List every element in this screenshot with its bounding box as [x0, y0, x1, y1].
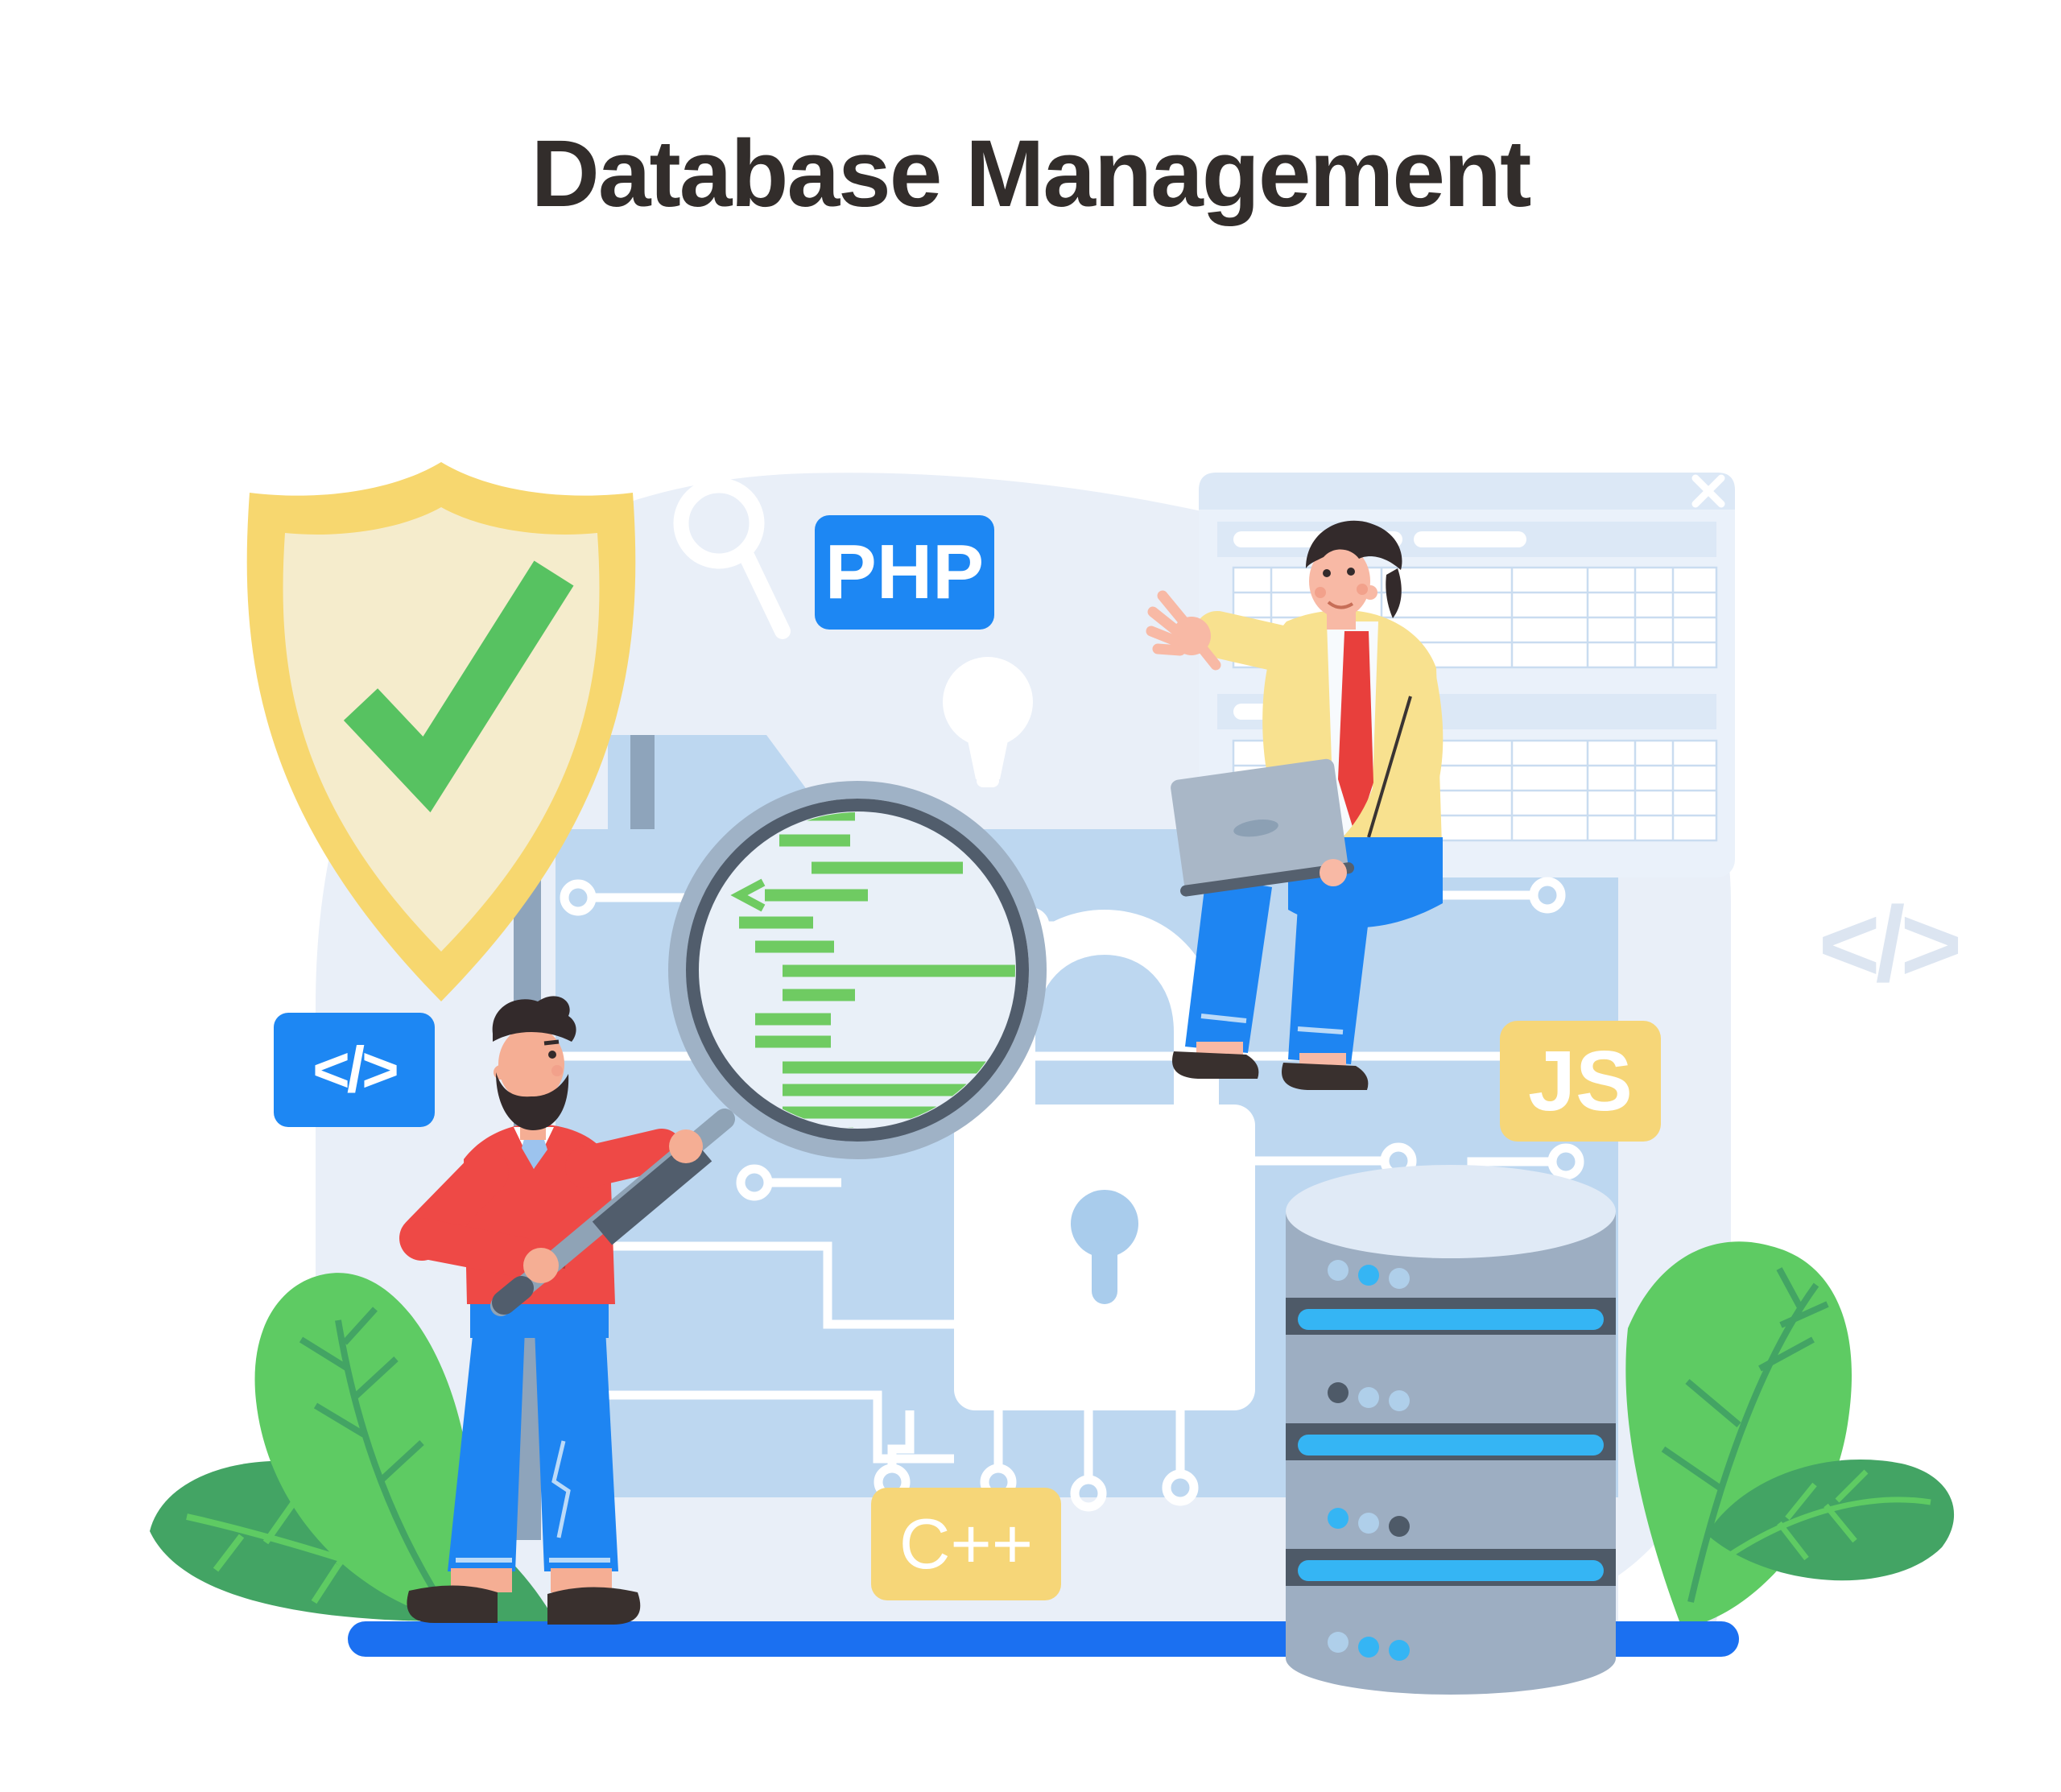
- leg: [535, 1328, 618, 1571]
- hand-raised: [1146, 590, 1221, 671]
- database-status-dots: [1328, 1260, 1410, 1661]
- shoe: [547, 1587, 641, 1625]
- badge-cpp-label: C++: [898, 1504, 1034, 1583]
- badge-js: JS: [1500, 1021, 1661, 1142]
- leg: [1185, 876, 1272, 1053]
- laptop-icon: [1171, 758, 1355, 897]
- page-title: Database Management: [531, 121, 1532, 227]
- hand-grip: [523, 1248, 559, 1283]
- hand-grip: [669, 1129, 703, 1163]
- code-bracket: [730, 878, 766, 912]
- person-standing-magnifier: [399, 996, 735, 1625]
- beard: [496, 1072, 569, 1130]
- checkmark-icon: [343, 560, 574, 813]
- leg: [448, 1328, 525, 1571]
- shoe: [1172, 1051, 1259, 1079]
- magnifier-code-icon: [668, 781, 1047, 1159]
- code-faded-label: </>: [1818, 884, 1963, 1003]
- shoe: [1282, 1063, 1369, 1090]
- close-icon: [1691, 474, 1725, 508]
- leaf-veins: [299, 1307, 444, 1604]
- badge-php: PHP: [815, 515, 994, 630]
- badge-code: </>: [274, 1013, 435, 1127]
- badge-cpp: C++: [871, 1488, 1061, 1600]
- database-bands: [1286, 1298, 1616, 1586]
- shoe: [407, 1585, 498, 1623]
- shield-check-icon: [246, 462, 636, 1001]
- keyhole-icon: [1071, 1190, 1138, 1257]
- search-icon: [673, 477, 791, 639]
- badge-js-label: JS: [1528, 1033, 1633, 1129]
- leaf-veins: [1728, 1469, 1931, 1561]
- code-symbol-faded: </>: [1799, 863, 1976, 1024]
- window-titlebar: [1199, 473, 1735, 510]
- plant-right: [1625, 1241, 1955, 1621]
- leaf-veins: [1661, 1267, 1829, 1603]
- lightbulb-icon: [943, 657, 1033, 787]
- tie: [1338, 631, 1373, 837]
- badge-code-label: </>: [312, 1034, 399, 1105]
- leg: [1288, 906, 1370, 1064]
- database-icon: [1286, 1165, 1616, 1695]
- hand-on-laptop: [1320, 859, 1347, 886]
- badge-php-label: PHP: [824, 529, 985, 615]
- folder-tab-edge: [630, 735, 655, 831]
- person-sitting-laptop: [1146, 520, 1444, 1090]
